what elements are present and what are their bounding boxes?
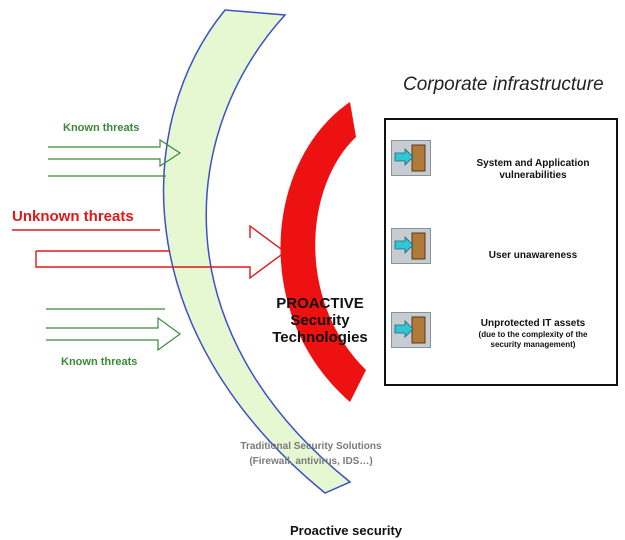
infrastructure-item-text: User unawareness <box>448 250 618 262</box>
traditional-solutions-label: Traditional Security Solutions (Firewall… <box>196 439 426 469</box>
unknown-threats-label: Unknown threats <box>12 208 134 225</box>
known-threats-label-bottom: Known threats <box>61 356 138 368</box>
item-line: vulnerabilities <box>499 170 567 181</box>
item-line: Unprotected IT assets <box>480 318 586 329</box>
door-exit-icon <box>391 228 431 264</box>
item-subline: (due to the complexity of the <box>478 330 588 339</box>
infrastructure-item-text: Unprotected IT assets (due to the comple… <box>448 318 618 350</box>
infrastructure-item-text: System and Application vulnerabilities <box>448 158 618 182</box>
known-threats-arrows-bottom <box>46 308 182 352</box>
known-threats-arrows-top <box>48 138 182 177</box>
item-line: User unawareness <box>488 250 578 261</box>
proactive-security-band <box>280 102 366 402</box>
door-exit-icon <box>391 140 431 176</box>
item-line: System and Application <box>476 158 590 169</box>
proactive-label: PROACTIVE Security Technologies <box>250 295 390 346</box>
door-exit-icon <box>391 312 431 348</box>
proactive-label-line: PROACTIVE <box>276 295 364 312</box>
proactive-label-line: Security <box>290 312 350 329</box>
known-threats-label-top: Known threats <box>63 122 140 134</box>
proactive-label-line: Technologies <box>272 329 368 346</box>
unknown-threats-arrow <box>12 224 287 280</box>
corporate-infrastructure-box: System and Application vulnerabilities U… <box>384 118 618 386</box>
traditional-security-band <box>162 9 352 494</box>
traditional-label-line: (Firewall, antivirus, IDS…) <box>249 456 373 467</box>
infrastructure-title: Corporate infrastructure <box>403 74 604 95</box>
diagram-caption: Proactive security <box>290 523 403 538</box>
traditional-label-line: Traditional Security Solutions <box>240 441 382 452</box>
item-subline: security management) <box>490 340 576 349</box>
